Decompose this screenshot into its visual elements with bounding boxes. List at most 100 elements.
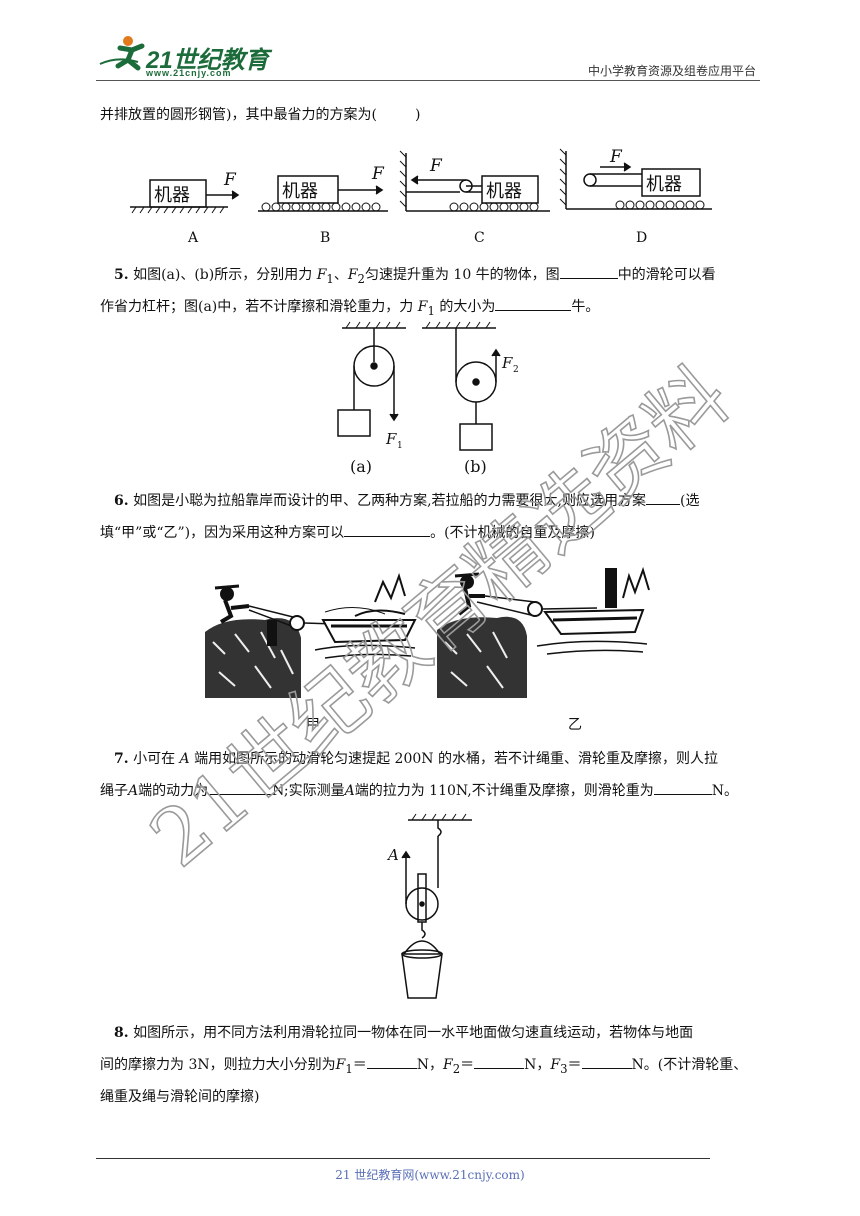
fig-b-f2: F (501, 354, 513, 372)
q8-blank-2 (474, 1054, 525, 1069)
q7-text-c: 绳子 (100, 783, 128, 799)
q8-blank-1 (366, 1054, 417, 1069)
q8-line3: 绳重及绳与滑轮间的摩擦) (100, 1089, 260, 1105)
q7-text-a: 小可在 (133, 751, 176, 767)
logo-url: www.21cnjy.com (146, 68, 232, 78)
q7-text-e: N;实际测量 (272, 783, 345, 799)
option-c: C (474, 230, 485, 246)
q6-text-b: (选 (679, 493, 700, 509)
q7-a-2: A (128, 783, 139, 799)
q6-figure (205, 566, 650, 698)
q7-line1: 7. 小可在 A 端用如图所示的动滑轮匀速提起 200N 的水桶，若不计绳重、滑… (114, 748, 718, 770)
q8-eq-3: ＝ (567, 1057, 582, 1073)
q5-blank-1 (559, 264, 618, 279)
q5-text-e: 的大小为 (439, 299, 496, 315)
q5-number: 5. (114, 267, 129, 283)
q5-text-a: 如图(a)、(b)所示，分别用力 (133, 267, 313, 283)
q8-f1-sub: 1 (345, 1061, 353, 1076)
machine-label-a: 机器 (154, 185, 190, 206)
q8-number: 8. (114, 1025, 129, 1041)
q6-line2: 填“甲”或“乙”)，因为采用这种方案可以 。(不计机械的自重及摩擦) (100, 522, 595, 544)
q7-figure: A (386, 813, 472, 999)
header-divider (96, 80, 760, 81)
q7-a-3: A (344, 783, 355, 799)
q8-f1: F (335, 1057, 346, 1073)
q5-f1-sub-b: 1 (427, 303, 435, 318)
runner-logo-icon (99, 36, 145, 71)
footer-text: 21 世纪教育网(www.21cnjy.com) (335, 1168, 525, 1182)
q4-text: 并排放置的圆形钢管)，其中最省力的方案为() (100, 104, 420, 126)
fig-a-f1: F (385, 430, 397, 448)
option-a: A (188, 230, 199, 246)
option-b: B (320, 230, 331, 246)
q5-f1-sub: 1 (326, 271, 334, 286)
q5-f1-b: F (417, 299, 428, 315)
q4-text-start: 并排放置的圆形钢管)，其中最省力的方案为( (100, 107, 377, 123)
q5-text-c: 中的滑轮可以看 (617, 267, 716, 283)
q6-text-d: 。(不计机械的自重及摩擦) (430, 525, 596, 541)
q7-text-b: 端用如图所示的动滑轮匀速提起 200N 的水桶，若不计绳重、滑轮重及摩擦，则人拉 (194, 751, 718, 767)
q8-f2: F (443, 1057, 453, 1073)
q6-blank-2 (344, 522, 431, 537)
q8-eq-1: ＝ (352, 1057, 367, 1073)
q8-line2: 间的摩擦力为 3N，则拉力大小分别为F1＝N，F2＝N，F3＝N。(不计滑轮重、 (100, 1054, 747, 1080)
q8-line1: 8. 如图所示，用不同方法利用滑轮拉同一物体在同一水平地面做匀速直线运动，若物体… (114, 1022, 693, 1044)
machine-label-d: 机器 (646, 174, 682, 195)
q4-figure: 机器 机器 机器 机器 F F F F (130, 147, 712, 214)
q5-line2: 作省力杠杆；图(a)中，若不计摩擦和滑轮重力，力 F1 的大小为 牛。 (100, 296, 599, 322)
option-d: D (636, 230, 648, 246)
q8-f3: F (550, 1057, 561, 1073)
q7-number: 7. (114, 751, 129, 767)
q5-f2: F (347, 267, 358, 283)
q8-eq-2: ＝ (460, 1057, 475, 1073)
fig-a-f1-sub: 1 (397, 441, 403, 451)
q5-f1: F (316, 267, 327, 283)
q7-text-g: N。 (711, 783, 738, 799)
q8-f3-sub: 3 (560, 1061, 568, 1076)
q5-text-f: 牛。 (571, 299, 600, 315)
q6-text-c: 填“甲”或“乙”)，因为采用这种方案可以 (100, 525, 345, 541)
q5-text-d: 作省力杠杆；图(a)中，若不计摩擦和滑轮重力，力 (100, 299, 414, 315)
q8-f2-sub: 2 (452, 1061, 461, 1076)
q8-blank-3 (581, 1054, 632, 1069)
fig-a-label: (a) (350, 457, 372, 476)
q6-number: 6. (114, 493, 129, 509)
q6-text-a: 如图是小聪为拉船靠岸而设计的甲、乙两种方案,若拉船的力需要很大,则应选用方案 (133, 493, 646, 509)
force-label-b: F (371, 164, 385, 184)
platform-title: 中小学教育资源及组卷应用平台 (587, 64, 756, 78)
label-jia: 甲 (306, 717, 320, 733)
q7-blank-1 (208, 780, 273, 795)
q7-text-d: 端的动力为 (138, 783, 209, 799)
q7-fig-a-label: A (386, 846, 399, 864)
q5-figure: F 1 F 2 (a) (b) (337, 321, 519, 476)
q8-unit-1: N， (416, 1057, 443, 1073)
fig-b-f2-sub: 2 (513, 365, 519, 375)
q5-line1: 5. 如图(a)、(b)所示，分别用力 F1、F2匀速提升重为 10 牛的物体，… (114, 264, 716, 290)
q7-blank-2 (653, 780, 712, 795)
q5-blank-2 (495, 296, 572, 311)
q5-f2-sub: 2 (357, 271, 365, 286)
q4-text-end: ) (414, 107, 421, 123)
force-label-c: F (429, 156, 443, 176)
q5-text-b: 匀速提升重为 10 牛的物体，图 (364, 267, 560, 283)
machine-label-b: 机器 (282, 181, 318, 202)
q6-blank-1 (645, 490, 680, 505)
q8-text-b: 间的摩擦力为 3N，则拉力大小分别为 (100, 1057, 336, 1073)
q5-sep: 、 (333, 267, 348, 283)
force-label-d: F (609, 147, 623, 167)
logo-text: 21世纪教育 (146, 47, 269, 74)
footer-divider (96, 1158, 710, 1159)
machine-label-c: 机器 (486, 181, 522, 202)
q8-unit-3: N。(不计滑轮重、 (631, 1057, 748, 1073)
q8-unit-2: N， (524, 1057, 551, 1073)
label-yi: 乙 (568, 717, 582, 733)
q7-a: A (179, 751, 190, 767)
logo (98, 34, 150, 74)
force-label-a: F (223, 170, 237, 190)
q8-text-a: 如图所示，用不同方法利用滑轮拉同一物体在同一水平地面做匀速直线运动，若物体与地面 (133, 1025, 694, 1041)
q6-line1: 6. 如图是小聪为拉船靠岸而设计的甲、乙两种方案,若拉船的力需要很大,则应选用方… (114, 490, 699, 512)
fig-b-label: (b) (464, 457, 487, 476)
q7-text-f: 端的拉力为 110N,不计绳重及摩擦，则滑轮重为 (354, 783, 654, 799)
